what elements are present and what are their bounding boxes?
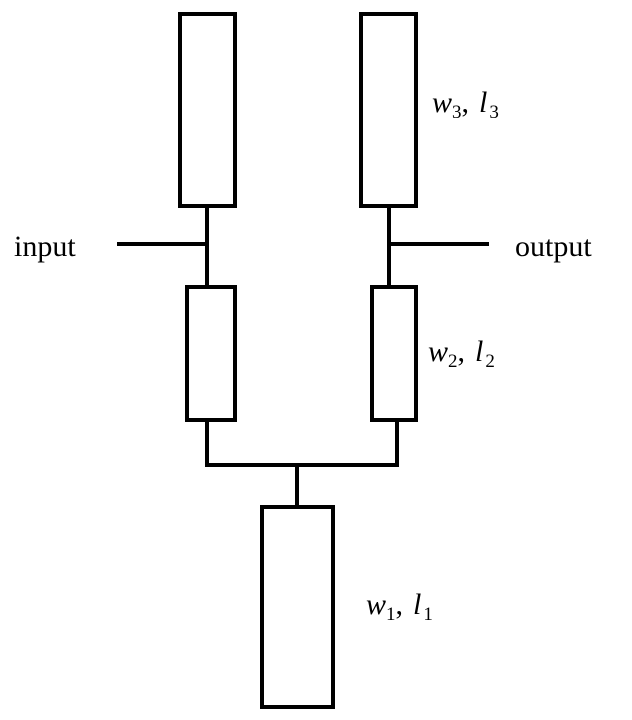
stub2-length-subscript: 2	[485, 351, 495, 372]
stub3-separator: ,	[462, 86, 470, 119]
stub1-length-symbol: l	[413, 588, 421, 621]
stub3-length-subscript: 3	[489, 102, 499, 123]
stub3-width-symbol: w	[432, 86, 452, 119]
stub2-width-subscript: 2	[448, 351, 458, 372]
stub1-width-symbol: w	[366, 588, 386, 621]
stub1-width-subscript: 1	[386, 604, 396, 625]
stub2-right-rect	[370, 285, 418, 422]
stub2-width-symbol: w	[428, 335, 448, 368]
stub2-separator: ,	[458, 335, 466, 368]
stub3-width-subscript: 3	[452, 102, 462, 123]
stub1-length-subscript: 1	[423, 604, 433, 625]
stub2-length-symbol: l	[475, 335, 483, 368]
output-label: output	[515, 230, 592, 263]
stub3-left-rect	[178, 12, 237, 208]
stub1-separator: ,	[396, 588, 404, 621]
stub2-left-rect	[185, 285, 237, 422]
stub3-right-rect	[359, 12, 418, 208]
stub1-rect	[260, 505, 335, 709]
input-label: input	[14, 230, 76, 263]
stub3-length-symbol: l	[479, 86, 487, 119]
